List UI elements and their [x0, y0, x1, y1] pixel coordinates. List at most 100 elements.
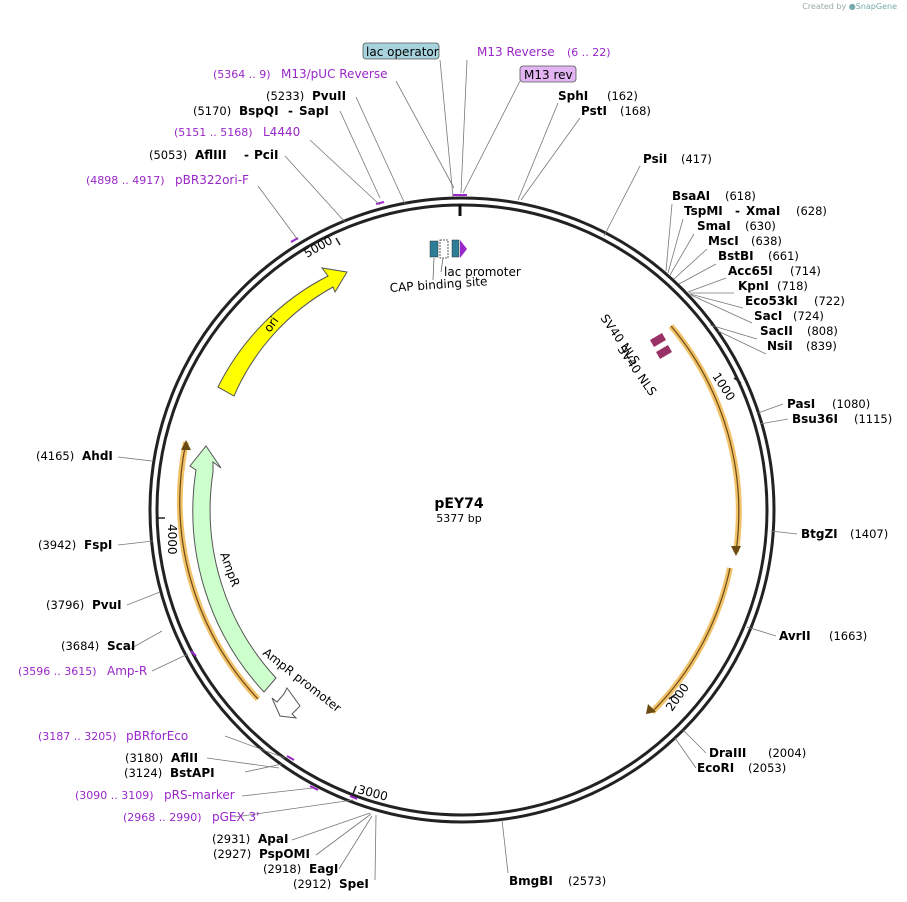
enzyme-name: ScaI [107, 639, 135, 653]
enzyme-coord: (417) [681, 152, 712, 166]
enzyme-coord: (5170) [193, 104, 231, 118]
enzyme-name: BspQI [239, 104, 279, 118]
cds-arc-sv40-line [670, 325, 740, 553]
enzyme-coord: (2573) [568, 874, 606, 888]
primer-coord: (3090 .. 3109) [75, 789, 154, 802]
enzyme-labels-right: SphI (162) PstI (168) PsiI (417) BsaAI (… [509, 89, 892, 888]
m13rev-feature [460, 240, 467, 258]
cds-arc-lower-line [651, 567, 731, 713]
enzyme-name: SpeI [339, 877, 369, 891]
enzyme-coord: (628) [796, 204, 827, 218]
enzyme-name: SapI [299, 104, 329, 118]
primer-coord: (6 .. 22) [567, 46, 611, 59]
enzyme-name: BstAPI [170, 766, 215, 780]
tick-mark [668, 693, 677, 700]
primer-mark [190, 650, 197, 657]
enzyme-name: BsaAI [672, 189, 710, 203]
snapgene-logo: ●SnapGene [848, 2, 897, 11]
primer-mark [309, 785, 319, 791]
enzyme-name: SphI [558, 89, 588, 103]
enzyme-name: PspOMI [259, 847, 310, 861]
plasmid-length: 5377 bp [436, 512, 481, 525]
enzyme-name: PsiI [643, 152, 667, 166]
lac-promoter-feature [439, 239, 449, 259]
enzyme-name: AflII [171, 751, 198, 765]
enzyme-name: KpnI [738, 279, 769, 293]
primer-coord: (5364 .. 9) [213, 68, 271, 81]
enzyme-name: Eco53kI [745, 294, 798, 308]
enzyme-name: PciI [254, 148, 279, 162]
enzyme-name: Acc65I [728, 264, 773, 278]
sv40-nls-feature-2 [656, 345, 672, 359]
enzyme-coord: (724) [793, 309, 824, 323]
enzyme-coord: (3796) [46, 598, 84, 612]
enzyme-coord: (168) [620, 104, 651, 118]
primer-name: M13/pUC Reverse [281, 67, 388, 81]
lac-promoter-label: lac promoter [444, 265, 521, 279]
primer-name: M13 Reverse [477, 45, 555, 59]
enzyme-name: SmaI [697, 219, 731, 233]
enzyme-coord: (4165) [36, 449, 74, 463]
enzyme-coord: (2912) [293, 877, 331, 891]
leader-lines [117, 59, 798, 881]
enzyme-coord: (5053) [149, 148, 187, 162]
enzyme-name: ApaI [258, 832, 288, 846]
primer-labels: M13 Reverse (6 .. 22) (5364 .. 9) M13/pU… [18, 45, 611, 824]
cds-arc-left-line [179, 441, 259, 700]
enzyme-name: BmgBI [509, 874, 553, 888]
enzyme-coord: (1407) [850, 527, 888, 541]
enzyme-name: PasI [787, 397, 815, 411]
enzyme-name: EagI [309, 862, 338, 876]
enzyme-name: NsiI [767, 339, 793, 353]
primer-name: pGEX 3' [212, 810, 259, 824]
enzyme-name: FspI [84, 538, 112, 552]
backbone-inner [155, 203, 769, 817]
m13-rev-label: M13 rev [524, 68, 573, 82]
cap-leader [432, 257, 435, 281]
enzyme-name: Bsu36I [792, 412, 838, 426]
lac-operator-feature [451, 239, 460, 258]
enzyme-coord: (630) [745, 219, 776, 233]
enzyme-coord: (1115) [854, 412, 892, 426]
tick-mark [733, 377, 742, 384]
primer-name: pBRforEco [126, 729, 188, 743]
enzyme-name: MscI [708, 234, 739, 248]
cds-arc-lower-arrow [646, 704, 656, 714]
enzyme-name: PvuI [92, 598, 122, 612]
enzyme-name: BtgZI [801, 527, 838, 541]
enzyme-coord: (808) [807, 324, 838, 338]
primer-coord: (3187 .. 3205) [38, 730, 117, 743]
cap-binding-feature [429, 240, 439, 258]
enzyme-coord: (722) [814, 294, 845, 308]
primer-coord: (5151 .. 5168) [174, 126, 253, 139]
snapgene-credit: Created by ●SnapGene [802, 2, 897, 11]
enzyme-coord: (5233) [266, 89, 304, 103]
enzyme-name: EcoRI [697, 761, 734, 775]
backbone-outer [148, 196, 776, 824]
cap-binding-label: CAP binding site [389, 274, 488, 295]
primer-name: pBR322ori-F [175, 173, 249, 187]
enzyme-coord: (2931) [212, 832, 250, 846]
ampr-promoter-feature [271, 687, 301, 719]
enzyme-coord: (3942) [38, 538, 76, 552]
credit-prefix: Created by [802, 2, 847, 11]
primer-name: Amp-R [107, 664, 147, 678]
enzyme-coord: (2918) [263, 862, 301, 876]
enzyme-name: PstI [581, 104, 607, 118]
lac-promoter-leader [440, 257, 444, 273]
primer-mark [286, 755, 295, 761]
primer-name: L4440 [263, 125, 300, 139]
enzyme-name: AflIII [195, 148, 227, 162]
m13-rev-box [519, 65, 577, 83]
tick-label-5000: 5000 [302, 233, 335, 260]
enzyme-coord: (718) [777, 279, 808, 293]
enzyme-name: PvuII [312, 89, 346, 103]
sv40-nls-feature-1 [650, 333, 666, 347]
enzyme-coord: (661) [768, 249, 799, 263]
tick-mark [335, 237, 341, 246]
enzyme-labels-left: (2912) SpeI (2918) EagI (2927) PspOMI (2… [36, 89, 369, 891]
enzyme-sep: - [288, 104, 293, 118]
enzyme-coord: (1663) [829, 629, 867, 643]
primer-coord: (2968 .. 2990) [123, 811, 202, 824]
